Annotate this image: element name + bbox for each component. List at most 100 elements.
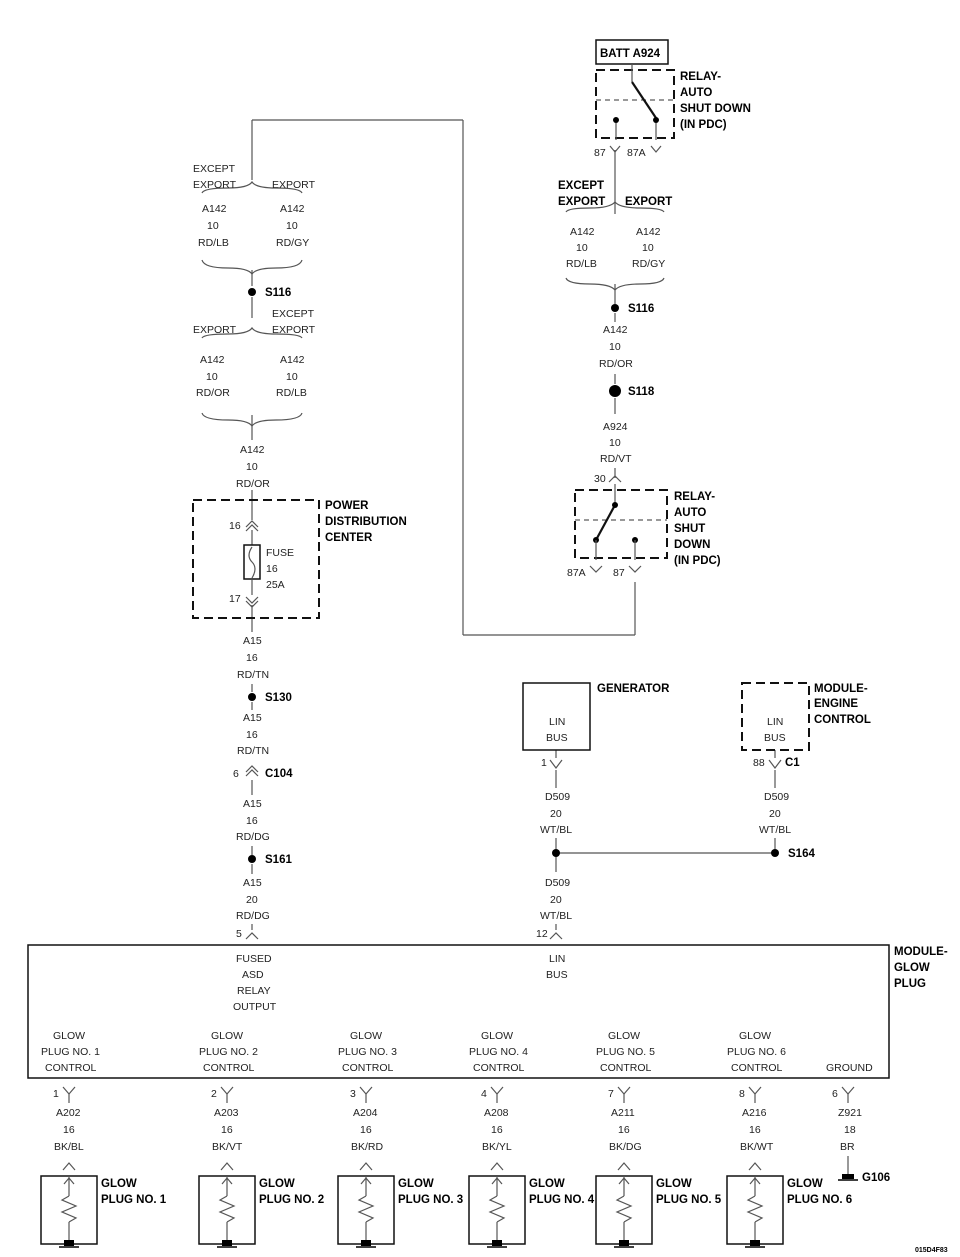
ground-icon [492, 1240, 502, 1246]
svg-text:RD/GY: RD/GY [276, 237, 309, 249]
output-label: GLOW [53, 1030, 85, 1042]
svg-text:SHUT DOWN: SHUT DOWN [680, 103, 751, 115]
wire-d509-mod: D509 20 WT/BL [540, 877, 572, 922]
output-pin: 4 [481, 1088, 487, 1100]
ecm-title: MODULE- ENGINE CONTROL [814, 683, 871, 726]
arrow-icon [221, 1177, 233, 1185]
output-wire-id: A204 [353, 1107, 378, 1119]
fuse-body [243, 544, 261, 580]
heater-element-icon [60, 1195, 78, 1223]
splice-s161 [248, 855, 256, 863]
glow-plug-title: GLOW [101, 1178, 137, 1190]
relay-bottom-pin-30: 30 [594, 473, 606, 485]
svg-text:SHUT: SHUT [674, 523, 705, 535]
output-label: PLUG NO. 2 [199, 1046, 258, 1058]
splice-junction [552, 849, 560, 857]
output-label: CONTROL [45, 1062, 96, 1074]
heater-element-icon [615, 1195, 633, 1223]
glow-plug-title: PLUG NO. 1 [101, 1194, 167, 1206]
svg-text:EXPORT: EXPORT [625, 196, 672, 208]
svg-text:RD/OR: RD/OR [599, 358, 633, 370]
output-wire-id: A208 [484, 1107, 509, 1119]
connector-pin-icon [220, 1162, 234, 1171]
output-wire-color: BK/WT [740, 1141, 774, 1153]
svg-text:10: 10 [206, 371, 218, 383]
output-label: PLUG NO. 1 [41, 1046, 100, 1058]
svg-text:BR: BR [840, 1141, 855, 1153]
svg-text:RD/LB: RD/LB [198, 237, 229, 249]
svg-text:A142: A142 [636, 226, 661, 238]
ground-icon [750, 1240, 760, 1246]
relay-top-pin-87a: 87A [627, 147, 646, 159]
s116-left-label: S116 [265, 287, 291, 299]
glow-plug-title: GLOW [259, 1178, 295, 1190]
svg-text:EXPORT: EXPORT [558, 196, 605, 208]
wire-a924: A924 10 RD/VT [600, 421, 632, 465]
svg-text:DOWN: DOWN [674, 539, 710, 551]
s130-label: S130 [265, 692, 292, 704]
relay-top-title: RELAY- AUTO SHUT DOWN (IN PDC) [680, 71, 751, 131]
connector-pin-icon [62, 1086, 76, 1095]
svg-text:20: 20 [550, 808, 562, 820]
svg-text:FUSE: FUSE [266, 547, 294, 559]
ground-icon [619, 1240, 629, 1246]
connector-pin-icon [617, 1086, 631, 1095]
ecm-connector: C1 [785, 757, 800, 769]
batt-label: BATT A924 [600, 48, 661, 60]
svg-text:A142: A142 [202, 203, 227, 215]
output-wire-color: BK/RD [351, 1141, 384, 1153]
svg-text:10: 10 [609, 341, 621, 353]
output-pin: 7 [608, 1088, 614, 1100]
output-wire-id: A203 [214, 1107, 239, 1119]
c104-pin: 6 [233, 768, 239, 780]
splice-s164 [771, 849, 779, 857]
svg-text:RD/LB: RD/LB [276, 387, 307, 399]
wire-a15-1: A15 16 RD/TN [237, 635, 269, 681]
glow-plug-title: GLOW [529, 1178, 565, 1190]
heater-element-icon [357, 1195, 375, 1223]
output-wire-color: BK/VT [212, 1141, 243, 1153]
glow-plug-title: PLUG NO. 2 [259, 1194, 324, 1206]
output-wire-gauge: 16 [63, 1124, 75, 1136]
output-label: CONTROL [342, 1062, 393, 1074]
generator-box [522, 682, 591, 751]
ground-icon [64, 1240, 74, 1246]
svg-text:EXPORT: EXPORT [272, 324, 316, 336]
svg-text:16: 16 [266, 563, 278, 575]
module-pin-lin: 12 [536, 928, 548, 940]
pdc-pin-out: 17 [229, 593, 241, 605]
output-wire-gauge: 16 [618, 1124, 630, 1136]
svg-text:CONTROL: CONTROL [814, 714, 871, 726]
output-wire-gauge: 16 [221, 1124, 233, 1136]
svg-text:D509: D509 [545, 791, 570, 803]
svg-text:10: 10 [609, 437, 621, 449]
svg-text:GLOW: GLOW [894, 962, 930, 974]
generator-pin: 1 [541, 757, 547, 769]
splice-s116-right [611, 304, 619, 312]
svg-text:18: 18 [844, 1124, 856, 1136]
svg-text:RELAY-: RELAY- [674, 491, 715, 503]
svg-text:A15: A15 [243, 798, 262, 810]
connector-pin-icon [359, 1086, 373, 1095]
output-pin: 8 [739, 1088, 745, 1100]
relay-bottom-title: RELAY- AUTO SHUT DOWN (IN PDC) [674, 491, 721, 567]
wire-a15-2: A15 16 RD/TN [237, 712, 269, 757]
svg-text:POWER: POWER [325, 500, 369, 512]
svg-text:RELAY: RELAY [237, 985, 271, 997]
pdc-box [192, 499, 320, 619]
output-pin: 3 [350, 1088, 356, 1100]
svg-text:RD/LB: RD/LB [566, 258, 597, 270]
arrow-icon [360, 1177, 372, 1185]
svg-text:GROUND: GROUND [826, 1062, 873, 1074]
svg-text:LIN: LIN [549, 953, 565, 965]
connector-pin-icon [62, 1162, 76, 1171]
svg-text:A142: A142 [280, 354, 305, 366]
output-label: CONTROL [203, 1062, 254, 1074]
svg-text:A142: A142 [200, 354, 225, 366]
arrow-icon [491, 1177, 503, 1185]
